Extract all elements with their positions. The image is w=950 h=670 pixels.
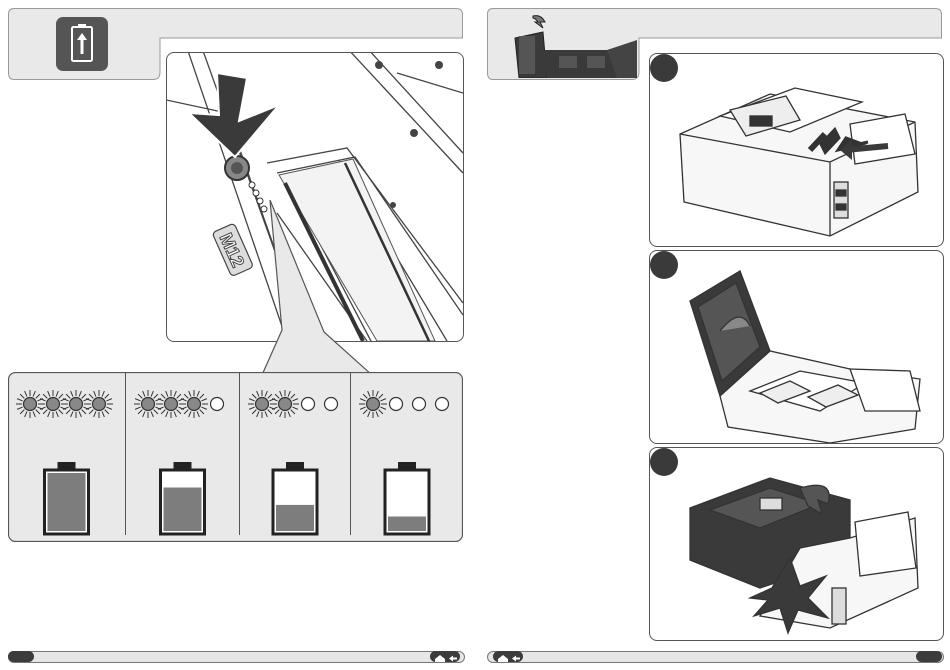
right-footer-bar <box>487 651 944 663</box>
open-lid-illustration <box>650 251 943 443</box>
battery-fill <box>48 473 86 531</box>
insert-cable-illustration <box>650 54 943 246</box>
led-off <box>325 398 338 411</box>
home-back-icon[interactable] <box>430 651 460 662</box>
box-lid-open-icon <box>507 10 637 78</box>
led-on <box>180 390 208 418</box>
led-on <box>85 390 113 418</box>
step-panel-2 <box>649 250 944 444</box>
charge-level-4 <box>351 376 463 538</box>
close-lid-illustration <box>650 448 943 640</box>
left-footer-dot <box>8 651 34 662</box>
led-off <box>302 398 315 411</box>
led-off <box>390 398 403 411</box>
callout-pointer <box>262 200 372 375</box>
step-3-bubble <box>650 448 678 476</box>
home-back-icon[interactable] <box>493 651 523 662</box>
battery-fill <box>276 505 314 531</box>
led-off <box>436 398 449 411</box>
right-footer-dot <box>916 651 942 662</box>
step-panel-1 <box>649 53 944 247</box>
battery-fill <box>388 517 426 532</box>
battery-charge-icon <box>56 17 108 71</box>
battery-fill <box>164 488 202 532</box>
led-on <box>359 390 387 418</box>
charge-level-2 <box>126 376 239 538</box>
step-panel-3 <box>649 447 944 641</box>
led-off <box>413 398 426 411</box>
charge-level-3 <box>240 376 350 538</box>
led-off <box>211 398 224 411</box>
led-on <box>271 390 299 418</box>
charge-level-1 <box>8 376 125 538</box>
step-2-bubble <box>650 251 678 279</box>
step-1-bubble <box>650 54 678 82</box>
left-footer-bar <box>8 651 465 663</box>
